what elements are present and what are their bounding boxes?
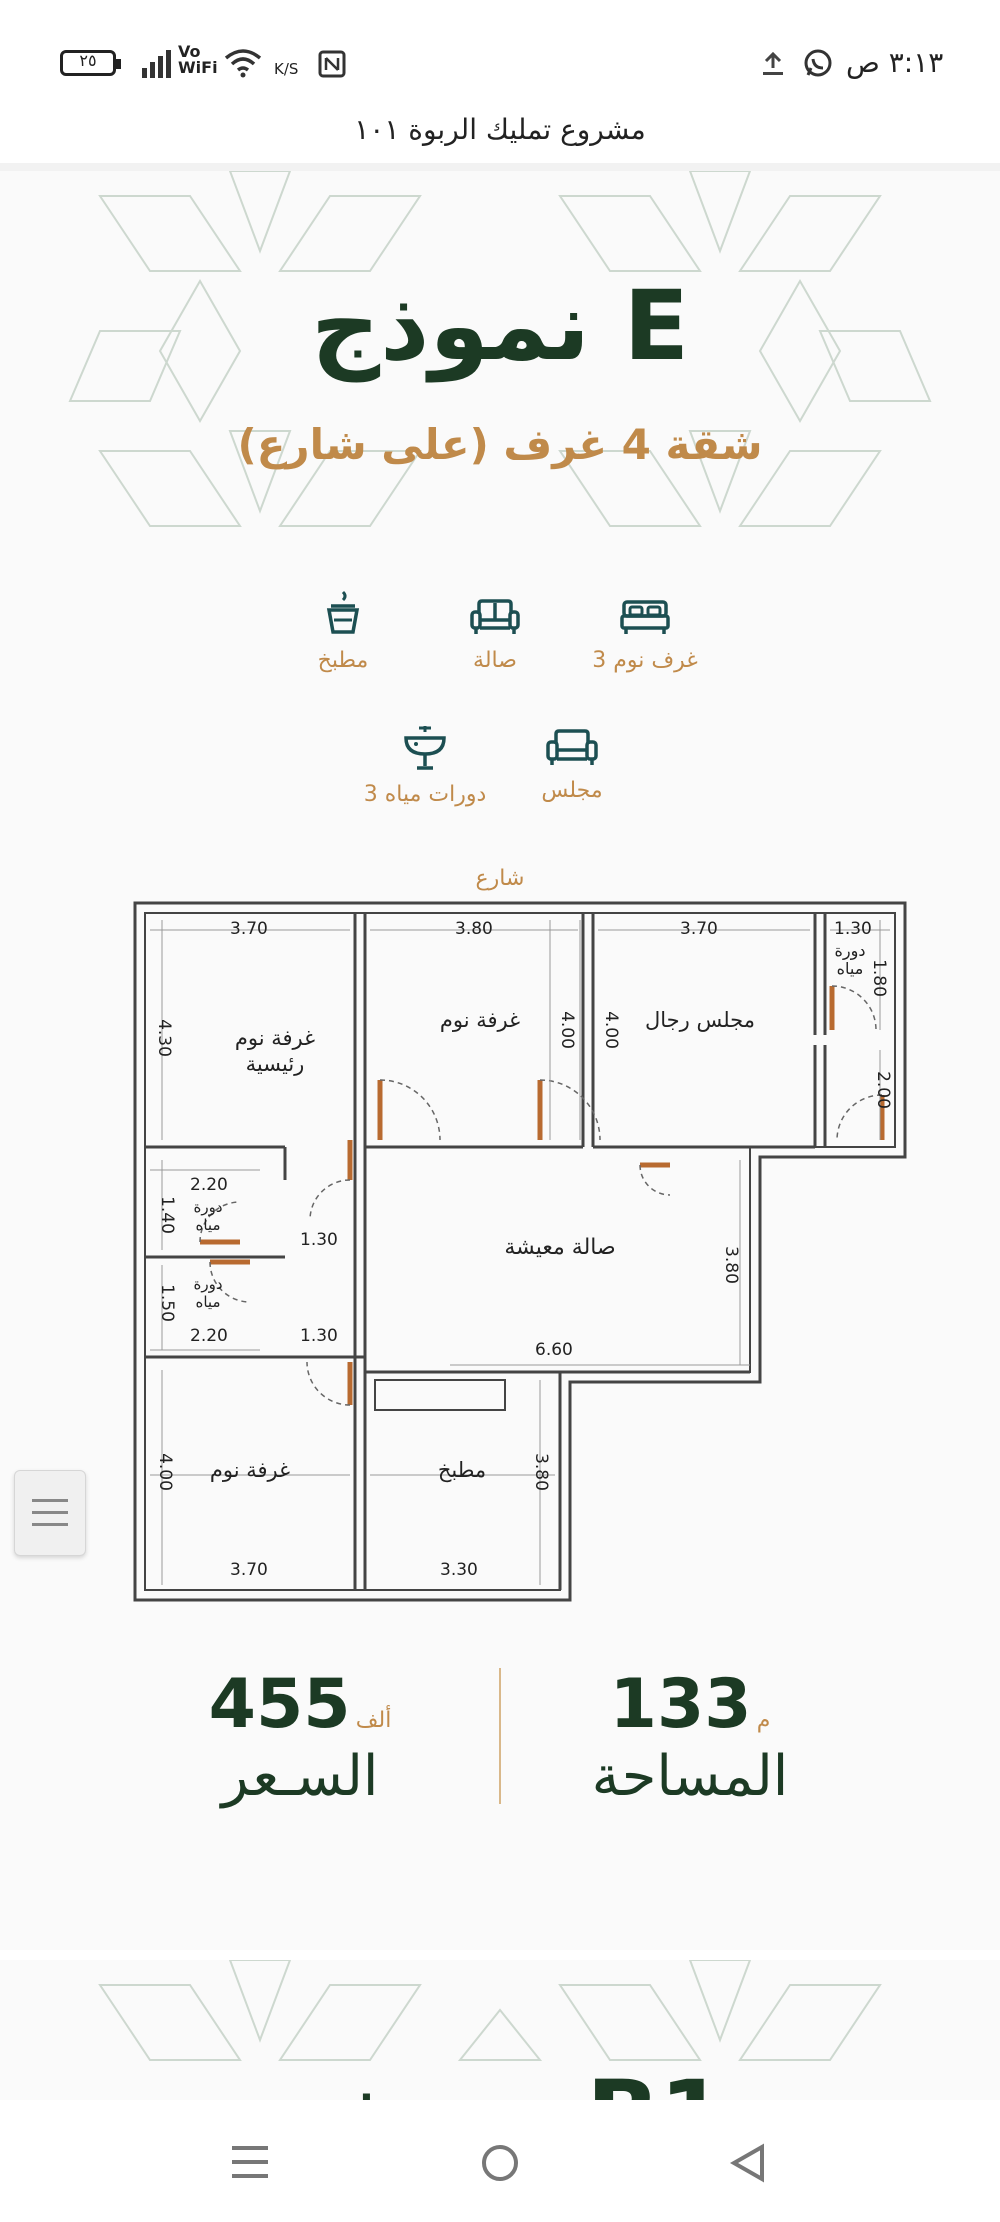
back-icon[interactable] bbox=[728, 2143, 768, 2183]
dim: 2.20 bbox=[190, 1326, 228, 1346]
feature-label: 3 غرف نوم bbox=[592, 648, 698, 673]
dim: 3.70 bbox=[230, 919, 268, 939]
floating-menu-button[interactable] bbox=[14, 1470, 86, 1556]
feature-label: 3 دورات مياه bbox=[363, 782, 487, 807]
dim: 3.80 bbox=[530, 1453, 551, 1491]
page-title: مشروع تمليك الربوة ١٠١ bbox=[354, 113, 646, 146]
data-speed: K/S bbox=[274, 60, 299, 78]
decorative-pattern bbox=[98, 1960, 882, 2061]
feature-label: صالة bbox=[473, 648, 517, 673]
wifi-icon bbox=[224, 49, 262, 78]
dim: 4.00 bbox=[600, 1011, 621, 1049]
signal-icon bbox=[142, 50, 171, 78]
feature-majlis: مجلس bbox=[482, 728, 662, 803]
menu-icon bbox=[32, 1499, 68, 1502]
nfc-icon bbox=[318, 50, 346, 78]
area-label: المساحة bbox=[591, 1744, 789, 1809]
feature-label: مجلس bbox=[541, 778, 603, 803]
divider bbox=[0, 163, 1000, 171]
recent-apps-icon[interactable] bbox=[230, 2142, 270, 2182]
system-nav-bar bbox=[0, 2100, 1000, 2222]
dim: 2.20 bbox=[190, 1175, 228, 1195]
model-card bbox=[0, 171, 1000, 1950]
status-bar: ٢٥ Vo WiFi K/S ٣:١٣ ص bbox=[0, 0, 1000, 100]
bed-icon bbox=[620, 600, 670, 634]
stat-divider bbox=[499, 1668, 501, 1804]
dim: 2.00 bbox=[872, 1071, 893, 1109]
next-model-card: نموذج B1 bbox=[0, 1960, 1000, 2100]
price-unit: ألف bbox=[355, 1708, 392, 1733]
dim: 3.80 bbox=[720, 1246, 741, 1284]
dim: 6.60 bbox=[535, 1340, 573, 1360]
street-label: شارع bbox=[475, 866, 525, 891]
upload-icon bbox=[763, 51, 783, 75]
feature-living: صالة bbox=[405, 598, 585, 673]
price-label: السـعر bbox=[221, 1744, 379, 1809]
room-kitchen: مطبخ bbox=[437, 1458, 487, 1482]
feature-label: مطبخ bbox=[317, 648, 369, 673]
room-bedroom-2: غرفة نوم bbox=[209, 1458, 291, 1482]
next-model-title: نموذج B1 bbox=[0, 2060, 1000, 2100]
room-living: صالة معيشة bbox=[504, 1235, 616, 1260]
price-value: 455 bbox=[208, 1665, 351, 1744]
menu-icon-bar bbox=[32, 1511, 68, 1514]
menu-icon-bar bbox=[32, 1523, 68, 1526]
feature-bathrooms: 3 دورات مياه bbox=[335, 724, 515, 807]
dim: 3.70 bbox=[230, 1560, 268, 1580]
whatsapp-icon bbox=[804, 49, 832, 77]
dim: 3.70 bbox=[680, 919, 718, 939]
armchair-icon bbox=[546, 729, 598, 765]
room-men-majlis: مجلس رجال bbox=[645, 1008, 755, 1032]
sofa-icon bbox=[470, 599, 520, 634]
feature-kitchen: مطبخ bbox=[253, 590, 433, 673]
kitchen-icon bbox=[326, 590, 360, 634]
dim: 3.80 bbox=[455, 919, 493, 939]
dim: 3.30 bbox=[440, 1560, 478, 1580]
room-master-bedroom: غرفة نوم رئيسية bbox=[234, 1026, 316, 1076]
home-icon[interactable] bbox=[480, 2143, 520, 2183]
dim: 1.50 bbox=[156, 1284, 177, 1322]
area-unit: م bbox=[756, 1708, 771, 1733]
dim: 4.30 bbox=[153, 1019, 174, 1057]
dim: 1.40 bbox=[156, 1196, 177, 1234]
model-title: نموذج E bbox=[310, 270, 690, 382]
battery-icon: ٢٥ bbox=[60, 50, 121, 76]
area-stat: م 133 المساحة bbox=[560, 1665, 820, 1809]
room-wc-2: دورة مياه bbox=[193, 1275, 223, 1311]
clock: ٣:١٣ ص bbox=[846, 46, 944, 79]
area-value: 133 bbox=[609, 1665, 752, 1744]
dim: 4.00 bbox=[154, 1453, 175, 1491]
dim: 1.30 bbox=[834, 919, 872, 939]
floor-plan bbox=[133, 901, 907, 1602]
price-stat: ألف 455 السـعر bbox=[180, 1665, 420, 1809]
room-wc-top: دورة مياه bbox=[834, 941, 866, 978]
decorative-pattern bbox=[68, 171, 932, 527]
vowifi-icon: Vo WiFi bbox=[178, 42, 218, 77]
battery-level: ٢٥ bbox=[79, 51, 97, 70]
model-subtitle: شقة 4 غرف (على شارع) bbox=[237, 420, 763, 469]
sink-icon bbox=[404, 726, 446, 770]
feature-bedrooms: 3 غرف نوم bbox=[555, 598, 735, 673]
dim: 1.30 bbox=[300, 1230, 338, 1250]
dim: 1.80 bbox=[868, 959, 889, 997]
dim: 1.30 bbox=[300, 1326, 338, 1346]
dim: 4.00 bbox=[556, 1011, 577, 1049]
room-bedroom-1: غرفة نوم bbox=[439, 1008, 521, 1032]
room-wc-1: دورة مياه bbox=[193, 1198, 223, 1234]
